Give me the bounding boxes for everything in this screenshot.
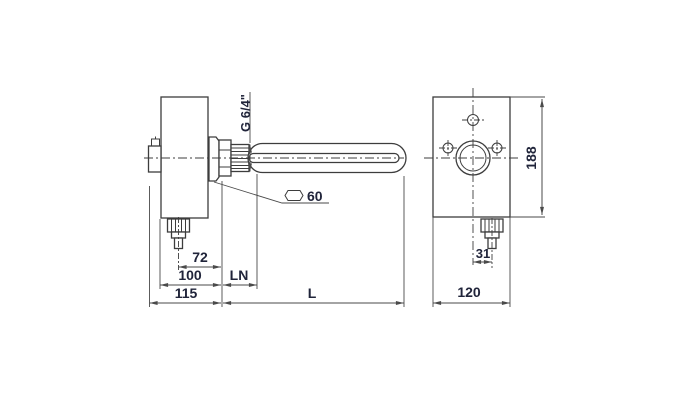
dimension-lines — [149, 99, 544, 305]
side-view — [147, 92, 407, 250]
front-view — [432, 96, 511, 250]
thread-lines — [231, 147, 249, 169]
label-thread: G 6/4" — [238, 94, 253, 132]
label-120: 120 — [457, 284, 481, 300]
hex-symbol-icon — [284, 190, 304, 201]
label-115: 115 — [175, 285, 198, 301]
label-100: 100 — [178, 267, 202, 283]
housing-side-tab — [147, 145, 162, 173]
front-housing — [432, 96, 511, 218]
hex-leader-line — [213, 181, 329, 204]
label-l: L — [308, 285, 317, 301]
label-31: 31 — [476, 246, 490, 261]
flange — [208, 136, 220, 182]
label-ln: LN — [230, 267, 249, 283]
terminal-housing — [160, 96, 209, 219]
label-hex-size: 60 — [307, 188, 323, 204]
gland-knurl — [484, 219, 500, 232]
gland-knurl — [171, 219, 186, 232]
label-72: 72 — [192, 249, 208, 265]
extension-lines — [149, 96, 545, 307]
label-188: 188 — [523, 146, 539, 170]
tab-screw — [151, 138, 160, 147]
